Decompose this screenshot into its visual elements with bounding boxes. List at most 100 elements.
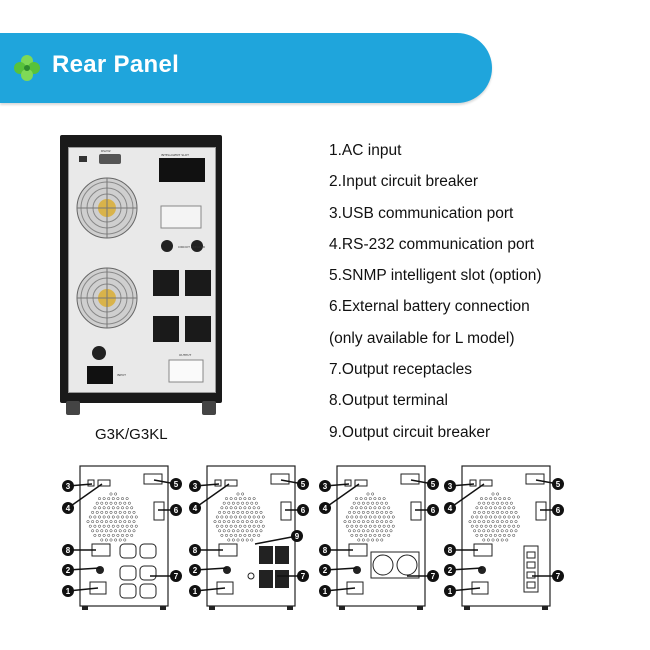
feature-list: 1.AC input 2.Input circuit breaker 3.USB… [329, 135, 542, 448]
callout-4: 4 [189, 483, 230, 514]
callout-label: 6 [301, 506, 306, 515]
snmp-label: INTELLIGENT SLOT [161, 153, 189, 157]
feature-item: 9.Output circuit breaker [329, 423, 491, 441]
rear-diagram: 3 4 5 6 8 2 7 1 [440, 458, 590, 628]
model-label: G3K/G3KL [95, 426, 168, 443]
callout-label: 4 [193, 504, 198, 513]
callout-6: 6 [285, 504, 309, 516]
callout-label: 6 [556, 506, 561, 515]
feature-item: 6.External battery connection [329, 298, 530, 316]
rear-panel-illustration: RS232 INTELLIGENT SLOT [76, 149, 211, 384]
callout-label: 4 [66, 504, 71, 513]
fan-icon [76, 267, 138, 329]
feature-item: (only available for L model) [329, 329, 515, 347]
callout-label: 7 [556, 572, 561, 581]
callout-3: 3 [189, 480, 220, 492]
callout-2: 2 [189, 564, 228, 576]
callout-5: 5 [153, 478, 182, 490]
callout-7: 7 [150, 570, 182, 582]
rear-diagram: 3 4 5 6 9 8 2 7 1 [185, 458, 335, 628]
callout-6: 6 [540, 504, 564, 516]
callout-label: 2 [66, 566, 71, 575]
callout-9: 9 [254, 530, 303, 545]
feature-item: 2.Input circuit breaker [329, 173, 479, 191]
feature-item: 3.USB communication port [329, 204, 514, 222]
callout-label: 5 [174, 480, 179, 489]
fan-grid [86, 492, 138, 542]
callout-3: 3 [444, 480, 475, 492]
rs232-label: RS232 [101, 149, 111, 153]
callout-label: 7 [301, 572, 306, 581]
callout-7: 7 [277, 570, 309, 582]
callout-3: 3 [319, 480, 350, 492]
output-receptacles [119, 543, 157, 599]
callout-label: 5 [301, 480, 306, 489]
fan-grid [343, 492, 395, 542]
callout-label: 1 [66, 587, 71, 596]
callout-8: 8 [62, 544, 96, 556]
callout-5: 5 [410, 478, 439, 490]
fan-grid [468, 492, 520, 542]
callout-label: 1 [193, 587, 198, 596]
callout-4: 4 [62, 483, 103, 514]
callout-1: 1 [319, 585, 356, 597]
clover-icon [14, 55, 40, 81]
callout-label: 6 [431, 506, 436, 515]
diagram-svg: 3 4 5 6 8 2 7 1 [444, 465, 564, 610]
fan-icon [76, 177, 138, 239]
callout-2: 2 [444, 564, 483, 576]
callout-label: 3 [193, 482, 198, 491]
callout-label: 9 [295, 532, 300, 541]
callout-8: 8 [189, 544, 223, 556]
callout-2: 2 [62, 564, 101, 576]
output-receptacles [247, 546, 289, 588]
callout-label: 3 [323, 482, 328, 491]
circuit-breaker-label: CIRCUIT BREAKER [178, 245, 205, 249]
rear-diagram: 3 4 5 6 8 2 7 1 [58, 458, 208, 628]
callout-2: 2 [319, 564, 358, 576]
callout-label: 7 [174, 572, 179, 581]
callout-1: 1 [444, 585, 481, 597]
feature-item: 5.SNMP intelligent slot (option) [329, 267, 542, 285]
page-title: Rear Panel [52, 51, 180, 78]
callout-label: 1 [448, 587, 453, 596]
callout-label: 2 [323, 566, 328, 575]
callout-label: 8 [448, 546, 453, 555]
callout-label: 4 [448, 504, 453, 513]
callout-label: 8 [323, 546, 328, 555]
feature-item: 1.AC input [329, 142, 402, 159]
callout-4: 4 [444, 483, 485, 514]
output-receptacles [523, 545, 539, 593]
callout-6: 6 [415, 504, 439, 516]
output-label: OUTPUT [179, 353, 191, 357]
callout-5: 5 [535, 478, 564, 490]
output-receptacles [370, 551, 420, 579]
callout-label: 4 [323, 504, 328, 513]
header-banner: Rear Panel [0, 33, 492, 103]
callout-8: 8 [319, 544, 353, 556]
callout-label: 2 [448, 566, 453, 575]
feature-item: 7.Output receptacles [329, 361, 473, 379]
callout-label: 2 [193, 566, 198, 575]
callout-7: 7 [532, 570, 564, 582]
foot [202, 401, 216, 415]
callout-label: 8 [193, 546, 198, 555]
callout-8: 8 [444, 544, 478, 556]
callout-label: 5 [556, 480, 561, 489]
diagram-svg: 3 4 5 6 9 8 2 7 1 [189, 465, 309, 610]
foot [66, 401, 80, 415]
callout-label: 5 [431, 480, 436, 489]
callout-1: 1 [189, 585, 226, 597]
callout-6: 6 [158, 504, 182, 516]
callout-5: 5 [280, 478, 309, 490]
input-label: INPUT [117, 373, 126, 377]
feature-item: 8.Output terminal [329, 392, 448, 410]
callout-label: 3 [448, 482, 453, 491]
callout-label: 1 [323, 587, 328, 596]
callout-4: 4 [319, 483, 360, 514]
callout-label: 6 [174, 506, 179, 515]
ups-rear-panel-image: RS232 INTELLIGENT SLOT [60, 135, 222, 415]
